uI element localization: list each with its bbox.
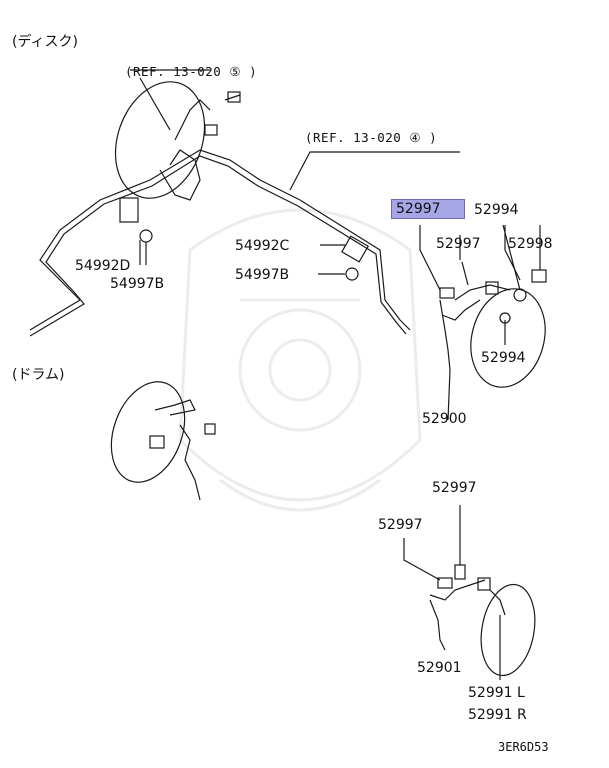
part-52901[interactable]: 52901 bbox=[417, 660, 462, 676]
part-52997-drum-left[interactable]: 52997 bbox=[378, 517, 423, 533]
part-54997B-mid[interactable]: 54997B bbox=[235, 267, 290, 283]
section-disc-label: (ディスク) bbox=[12, 34, 78, 50]
part-54992D[interactable]: 54992D bbox=[75, 258, 131, 274]
diagram-code: 3ER6D53 bbox=[498, 740, 549, 754]
watermark-emblem bbox=[178, 208, 422, 512]
part-52900[interactable]: 52900 bbox=[422, 411, 467, 427]
part-52997-drum-top[interactable]: 52997 bbox=[432, 480, 477, 496]
part-52997-highlighted[interactable]: 52997 bbox=[391, 199, 465, 219]
part-52998[interactable]: 52998 bbox=[508, 236, 553, 252]
main-brake-line bbox=[29, 149, 411, 331]
section-drum-label: (ドラム) bbox=[12, 367, 65, 383]
disc-caliper-outline bbox=[114, 81, 206, 199]
part-52991R[interactable]: 52991 R bbox=[468, 707, 527, 723]
part-52991L[interactable]: 52991 L bbox=[468, 685, 525, 701]
part-54992C[interactable]: 54992C bbox=[235, 238, 290, 254]
ref-13-020-4: (REF. 13-020 ④ ) bbox=[305, 130, 438, 145]
part-52994-bottom[interactable]: 52994 bbox=[481, 350, 526, 366]
part-52994-top[interactable]: 52994 bbox=[474, 202, 519, 218]
part-54997B-left[interactable]: 54997B bbox=[110, 276, 165, 292]
ref-13-020-5: (REF. 13-020 ⑤ ) bbox=[125, 64, 258, 79]
part-52997-mid[interactable]: 52997 bbox=[436, 236, 481, 252]
